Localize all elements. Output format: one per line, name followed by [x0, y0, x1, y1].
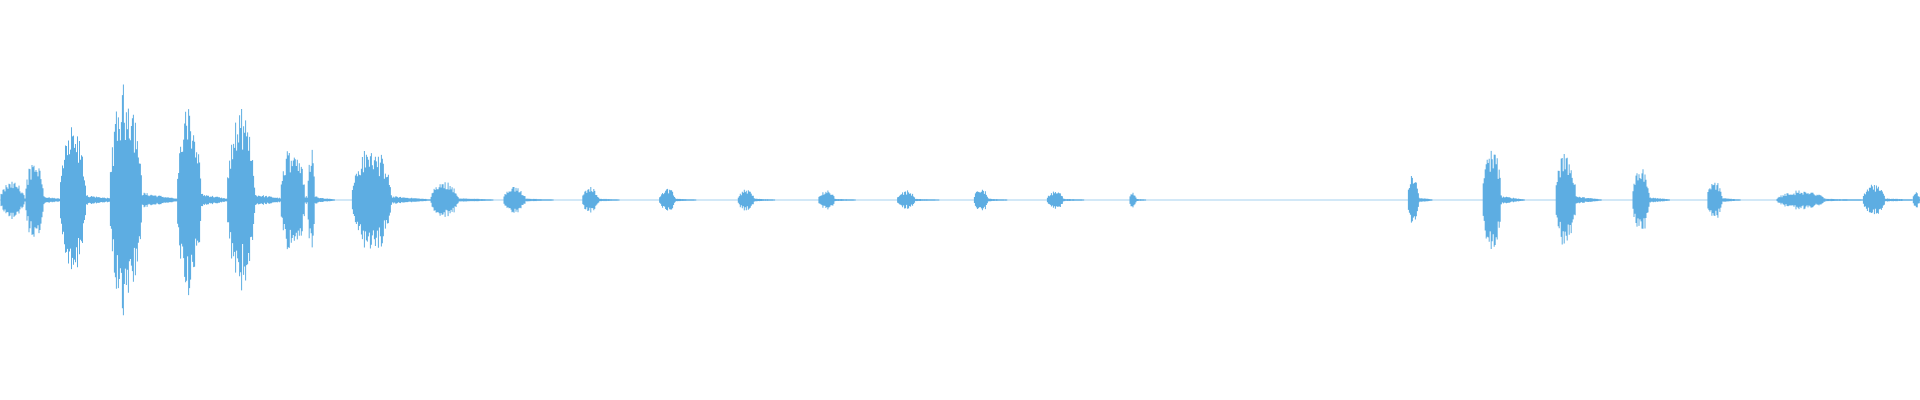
- waveform-burst: [1862, 184, 1913, 215]
- waveform-burst: [897, 190, 940, 209]
- waveform-burst: [307, 149, 325, 248]
- waveform-burst: [351, 151, 432, 249]
- waveform-burst: [60, 127, 119, 270]
- waveform-burst: [1776, 190, 1866, 210]
- waveform-burst: [1046, 191, 1085, 209]
- waveform-burst: [737, 189, 776, 211]
- waveform-burst: [818, 190, 856, 210]
- waveform-burst: [1555, 154, 1602, 245]
- waveform-burst: [1129, 192, 1147, 208]
- waveform-burst: [1912, 192, 1920, 208]
- waveform-burst: [973, 189, 1008, 211]
- waveform-burst: [227, 109, 290, 291]
- waveform-burst: [1482, 150, 1525, 249]
- waveform-burst: [280, 151, 335, 250]
- waveform-burst: [177, 109, 232, 296]
- waveform-burst: [109, 84, 182, 316]
- waveform-burst: [503, 187, 554, 213]
- waveform-burst: [1707, 182, 1741, 218]
- waveform-burst: [1407, 176, 1433, 223]
- waveform-burst: [1632, 169, 1670, 229]
- waveform-burst: [582, 187, 620, 213]
- waveform-burst: [430, 182, 494, 217]
- waveform-burst: [659, 188, 697, 211]
